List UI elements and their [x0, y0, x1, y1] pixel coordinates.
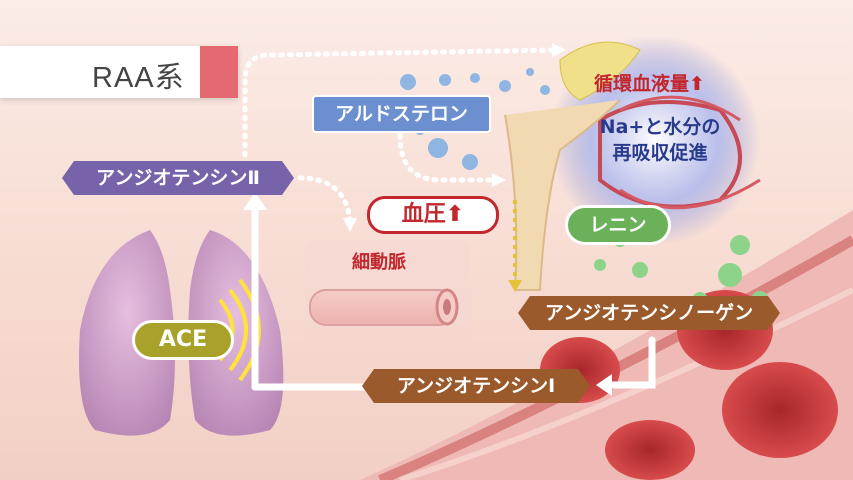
reabsorption-line2: 再吸収促進 [612, 142, 708, 164]
circulating-volume: 循環血液量⬆ [594, 69, 705, 96]
page-title: RAA系 [92, 62, 185, 94]
blood-pressure-label: 血圧 [401, 202, 446, 227]
tag-ace-label: ACE [158, 327, 208, 352]
tag-angiotensinogen-label: アンジオテンシノーゲン [544, 302, 754, 324]
red-blood-cell [605, 420, 695, 480]
tag-angiotensin-2-label: アンジオテンシンⅡ [96, 167, 260, 189]
red-blood-cell [722, 362, 838, 458]
tag-ace: ACE [132, 320, 234, 360]
tag-renin: レニン [565, 205, 671, 245]
tag-aldosterone: アルドステロン [312, 95, 491, 133]
lung-left [79, 230, 175, 436]
tag-angiotensin-1-label: アンジオテンシンⅠ [396, 375, 556, 397]
reabsorption-text: Na+と水分の 再吸収促進 [590, 114, 730, 166]
tag-angiotensinogen: アンジオテンシノーゲン [518, 296, 780, 330]
up-arrow-icon: ⬆ [445, 202, 465, 227]
title-box: RAA系 [0, 46, 238, 98]
reabsorption-line1: Na+と水分の [599, 116, 721, 138]
circulating-volume-label: 循環血液量 [594, 73, 690, 95]
tag-aldosterone-label: アルドステロン [335, 103, 468, 125]
arteriole-label: 細動脈 [352, 252, 406, 273]
arteriole-panel [305, 240, 470, 352]
title-accent [200, 46, 238, 98]
up-arrow-icon: ⬆ [689, 73, 705, 95]
tag-renin-label: レニン [589, 214, 647, 236]
renal-tubule [504, 99, 621, 291]
tag-angiotensin-2: アンジオテンシンⅡ [62, 161, 294, 195]
blood-pressure-badge: 血圧⬆ [367, 196, 499, 234]
tag-angiotensin-1: アンジオテンシンⅠ [362, 369, 590, 403]
